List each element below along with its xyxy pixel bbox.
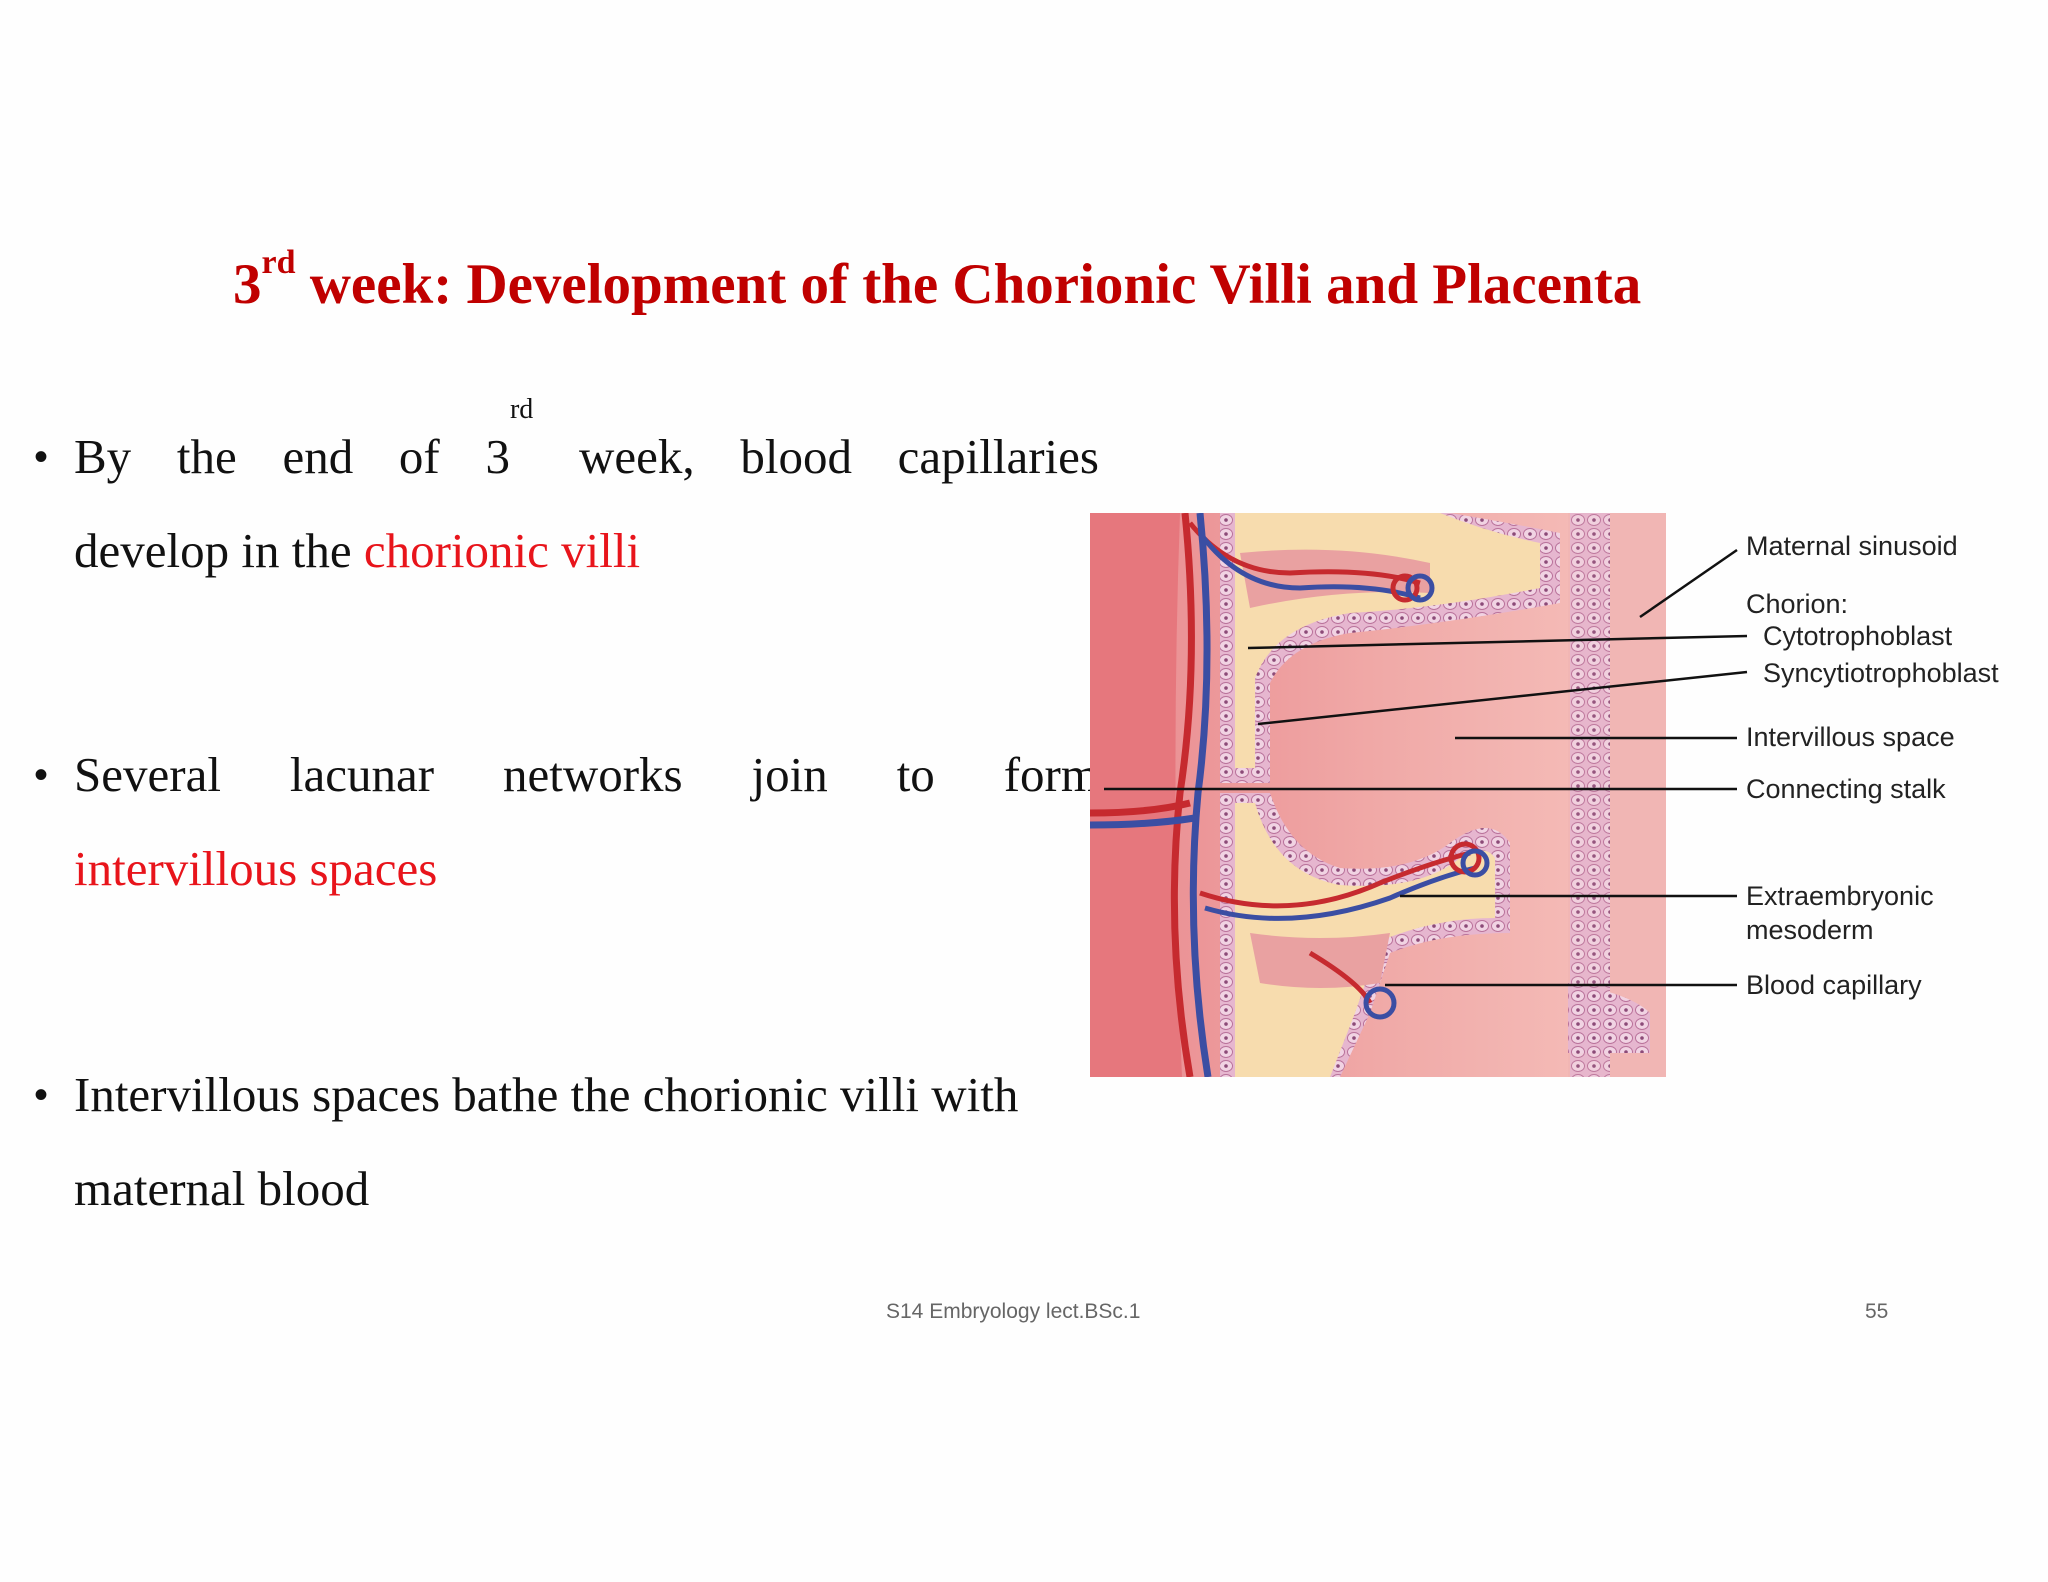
label-blood-capillary: Blood capillary [1746, 970, 1922, 1000]
chorionic-villi-illustration [1090, 513, 1666, 1077]
slide-title: 3rd week: Development of the Chorionic V… [233, 244, 1642, 317]
label-syncytiotrophoblast: Syncytiotrophoblast [1763, 658, 1999, 688]
bullet-3-line-1: Intervillous spaces bathe the chorionic … [74, 1067, 1019, 1122]
footer-page-number: 55 [1865, 1300, 1889, 1323]
bullet-item-3: • Intervillous spaces bathe the chorioni… [34, 1048, 1099, 1236]
bullet-dot: • [34, 435, 49, 479]
footer-course: S14 Embryology lect.BSc.1 [886, 1300, 1141, 1323]
label-maternal-sinusoid: Maternal sinusoid [1746, 531, 1958, 561]
label-intervillous-space: Intervillous space [1746, 722, 1955, 752]
bullet-1-line-2: develop in the chorionic villi [74, 523, 641, 578]
highlight-chorionic-villi: chorionic villi [363, 523, 641, 578]
bullet-2-line-1: Several lacunar networks join to form [74, 747, 1099, 802]
bullet-item-2: • Several lacunar networks join to form … [34, 728, 1099, 916]
ordinal-3rd: 3rd [485, 394, 534, 485]
label-chorion: Chorion: [1746, 589, 1849, 619]
bullet-dot: • [34, 1073, 49, 1117]
bullet-dot: • [34, 753, 49, 797]
bullet-3-line-2: maternal blood [74, 1161, 370, 1216]
bullet-item-1: • By the end of 3rd week, blood capillar… [34, 394, 1099, 598]
label-extraembryonic: Extraembryonic [1746, 881, 1934, 911]
bullet-1-line-1: By the end of 3rd week, blood capillarie… [74, 394, 1099, 504]
label-cytotrophoblast: Cytotrophoblast [1763, 621, 1953, 651]
label-connecting-stalk: Connecting stalk [1746, 774, 1946, 804]
highlight-intervillous-spaces: intervillous spaces [74, 841, 438, 896]
label-mesoderm: mesoderm [1746, 915, 1874, 945]
